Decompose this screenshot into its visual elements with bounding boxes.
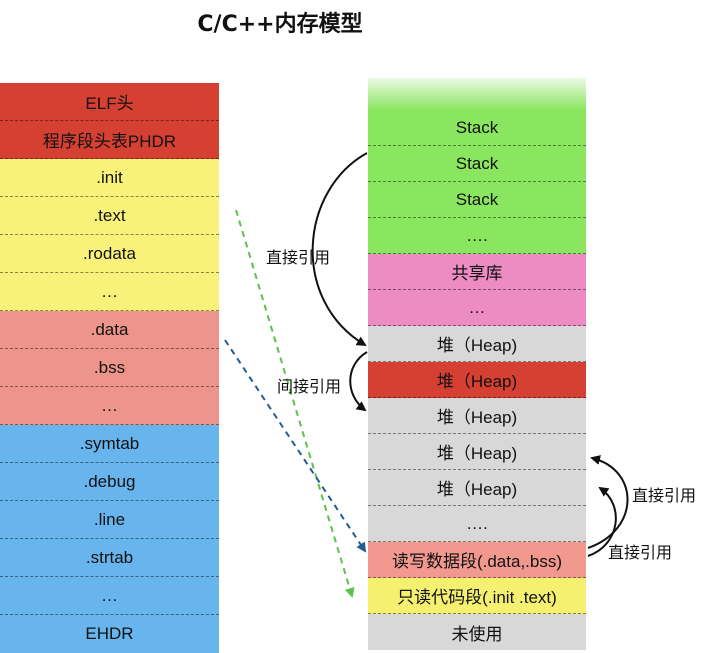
ehdr-block: EHDR xyxy=(0,615,219,653)
code-ellipsis: … xyxy=(0,273,219,311)
diagram-title: C/C++内存模型 xyxy=(197,12,363,37)
elf-file-layout: ELF头 程序段头表PHDR .init .text .rodata … .da… xyxy=(0,83,219,653)
heap-block-highlighted: 堆（Heap) xyxy=(368,362,586,398)
debug-section: .debug xyxy=(0,463,219,501)
phdr-block: 程序段头表PHDR xyxy=(0,121,219,159)
debug-ellipsis: … xyxy=(0,577,219,615)
data-to-rwdata-arrow xyxy=(224,339,367,553)
code-to-rodata-arrow xyxy=(235,209,355,598)
data-section: .data xyxy=(0,311,219,349)
stack-top-block xyxy=(368,78,586,110)
symtab-section: .symtab xyxy=(0,425,219,463)
shared-lib-ellipsis: … xyxy=(368,290,586,326)
heap-block: 堆（Heap) xyxy=(368,470,586,506)
unused-block: 未使用 xyxy=(368,614,586,650)
indirect-ref-label: 间接引用 xyxy=(277,377,342,396)
stack-to-heap-arrow xyxy=(311,152,368,347)
heap-ellipsis: …. xyxy=(368,506,586,542)
stack-block: Stack xyxy=(368,110,586,146)
stack-ellipsis: …. xyxy=(368,218,586,254)
line-section: .line xyxy=(0,501,219,539)
data-ellipsis: … xyxy=(0,387,219,425)
stack-block: Stack xyxy=(368,182,586,218)
data-to-heap-arrow-2 xyxy=(587,486,617,557)
rodata-section: .rodata xyxy=(0,235,219,273)
elf-header-block: ELF头 xyxy=(0,83,219,121)
strtab-section: .strtab xyxy=(0,539,219,577)
ro-code-segment: 只读代码段(.init .text) xyxy=(368,578,586,614)
init-section: .init xyxy=(0,159,219,197)
shared-lib-block: 共享库 xyxy=(368,254,586,290)
process-memory-layout: Stack Stack Stack …. 共享库 … 堆（Heap) 堆（Hea… xyxy=(368,78,586,650)
rw-data-segment: 读写数据段(.data,.bss) xyxy=(368,542,586,578)
heap-block: 堆（Heap) xyxy=(368,326,586,362)
heap-to-heap-arrow xyxy=(349,351,368,412)
heap-block: 堆（Heap) xyxy=(368,434,586,470)
bss-section: .bss xyxy=(0,349,219,387)
direct-ref-label: 直接引用 xyxy=(608,543,673,562)
text-section: .text xyxy=(0,197,219,235)
data-to-heap-arrow-1 xyxy=(587,455,629,549)
heap-block: 堆（Heap) xyxy=(368,398,586,434)
direct-ref-label: 直接引用 xyxy=(632,486,697,505)
direct-ref-label: 直接引用 xyxy=(266,248,331,267)
stack-block: Stack xyxy=(368,146,586,182)
